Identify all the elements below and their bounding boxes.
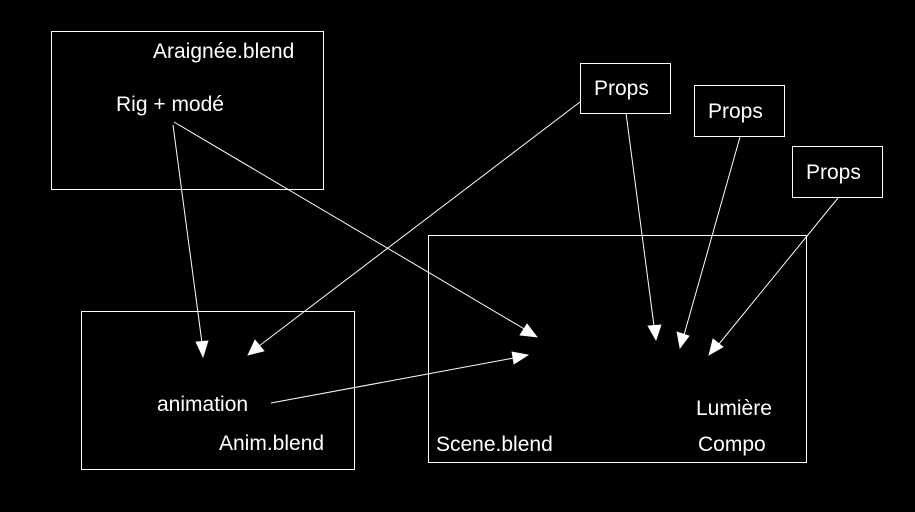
scene-blend-box: Lumière Scene.blend Compo	[428, 235, 807, 463]
arrow-rig-to-animation	[172, 124, 209, 359]
arrow-animation-to-scene	[270, 351, 530, 404]
arrow-props3-to-scene	[708, 197, 839, 356]
anim-blend-box: animation Anim.blend	[81, 311, 355, 470]
scene-blend-label: Scene.blend	[436, 433, 553, 456]
araignee-blend-label: Araignée.blend	[153, 40, 294, 63]
arrow-props2-to-scene	[676, 136, 741, 349]
arrow-props-to-animation	[247, 101, 581, 356]
compo-label: Compo	[698, 433, 766, 456]
props-label-2: Props	[708, 100, 763, 123]
arrow-rig-to-scene	[173, 121, 538, 338]
props-label-1: Props	[594, 77, 649, 100]
props-box-2: Props	[694, 85, 785, 137]
animation-label: animation	[157, 393, 248, 416]
props-box-3: Props	[792, 146, 883, 198]
props-label-3: Props	[806, 161, 861, 184]
arrow-props1-to-scene	[625, 112, 662, 341]
rig-mode-label: Rig + modé	[116, 93, 224, 116]
araignee-blend-box: Araignée.blend Rig + modé	[51, 31, 324, 190]
anim-blend-label: Anim.blend	[219, 432, 324, 455]
props-box-1: Props	[580, 63, 671, 114]
lumiere-label: Lumière	[696, 397, 772, 420]
